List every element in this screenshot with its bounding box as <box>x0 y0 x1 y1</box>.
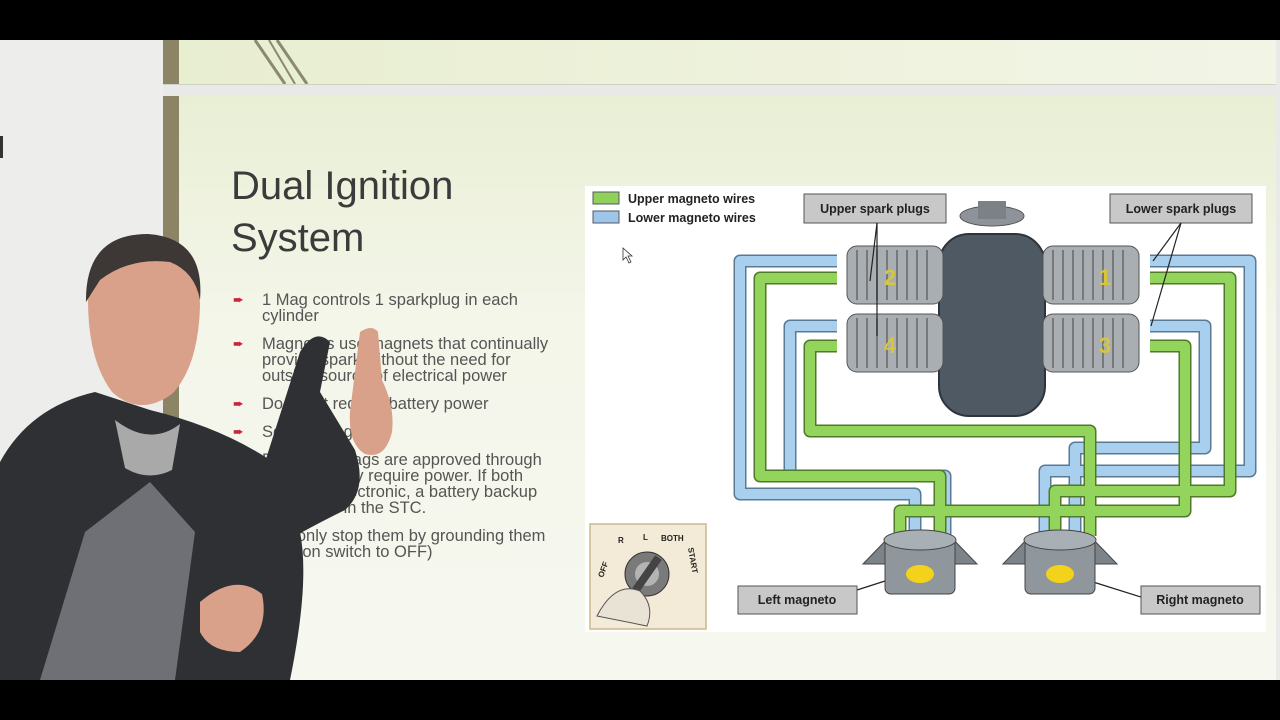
upper-plugs-box <box>803 193 947 224</box>
svg-text:START: START <box>686 547 699 574</box>
lower-plugs-box <box>1109 193 1253 224</box>
left-magneto-label: Left magneto <box>758 593 837 607</box>
right-magneto <box>1001 529 1119 595</box>
legend-swatch-upper <box>592 191 620 205</box>
svg-text:3: 3 <box>1099 333 1111 358</box>
presenter-jacket-panel <box>40 482 195 680</box>
arrow-bullet-icon: ➨ <box>233 336 244 351</box>
arrow-bullet-icon: ➨ <box>233 424 244 439</box>
cylinder-2: 2 <box>846 245 944 305</box>
presenter-fist <box>200 584 264 652</box>
arrow-bullet-icon: ➨ <box>233 396 244 411</box>
engine-crankcase <box>938 233 1046 417</box>
slide: Dual Ignition System ➨1 Mag controls 1 s… <box>163 96 1276 680</box>
left-magneto-box <box>737 585 858 615</box>
slide-accent-bar <box>163 40 179 84</box>
cylinder-4: 4 <box>846 313 944 373</box>
propeller-shaft <box>978 201 1006 219</box>
arrow-bullet-icon: ➨ <box>233 292 244 307</box>
decorative-lines-icon <box>253 40 309 84</box>
right-magneto-box <box>1140 585 1261 615</box>
legend-label-upper: Upper magneto wires <box>628 192 755 206</box>
previous-slide <box>163 40 1276 85</box>
svg-text:L: L <box>643 533 648 542</box>
upper-plugs-label: Upper spark plugs <box>820 202 930 216</box>
list-item: ➨Can only stop them by grounding them (I… <box>233 528 553 561</box>
cylinder-1: 1 <box>1042 245 1140 305</box>
presenter-shirt <box>115 420 180 476</box>
presenter <box>0 234 393 680</box>
ignition-switch-inset: OFF R L BOTH START <box>589 523 707 630</box>
ignition-diagram: Upper magneto wires Lower magneto wires … <box>585 186 1266 632</box>
svg-text:2: 2 <box>884 265 896 290</box>
slide-title: Dual Ignition System <box>231 164 454 260</box>
legend-label-lower: Lower magneto wires <box>628 211 756 225</box>
left-magneto <box>861 529 979 595</box>
svg-text:1: 1 <box>1099 265 1111 290</box>
lower-plugs-label: Lower spark plugs <box>1126 202 1236 216</box>
legend-swatch-lower <box>592 210 620 224</box>
presenter-raised-arm <box>195 336 360 562</box>
video-frame: Dual Ignition System ➨1 Mag controls 1 s… <box>0 40 1280 680</box>
cursor-mark <box>0 136 3 158</box>
svg-text:4: 4 <box>884 333 897 358</box>
presenter-hair <box>85 234 201 302</box>
presenter-pointing-hand <box>349 328 393 456</box>
mouse-pointer-icon <box>622 247 634 264</box>
right-magneto-label: Right magneto <box>1156 593 1244 607</box>
list-item: ➨1 Mag controls 1 sparkplug in each cyli… <box>233 291 518 325</box>
cylinder-3: 3 <box>1042 313 1140 373</box>
presenter-face <box>88 236 200 406</box>
svg-text:BOTH: BOTH <box>661 534 684 543</box>
svg-text:R: R <box>618 536 624 545</box>
